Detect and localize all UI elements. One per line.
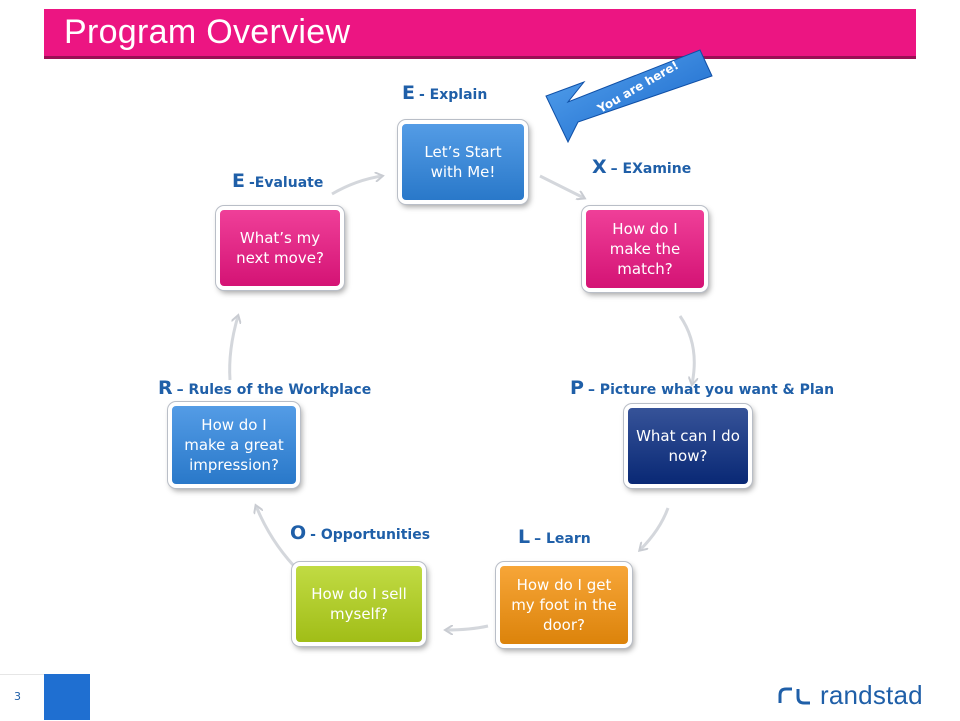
randstad-logo: randstad [778, 680, 923, 710]
label-picture-plan: P– Picture what you want & Plan [570, 377, 835, 399]
arrow-7-to-1 [331, 176, 382, 196]
node-make-match: How do I make the match? [582, 206, 708, 292]
label-learn: L– Learn [518, 526, 591, 548]
footer-blue-block [44, 674, 90, 720]
node-sell-myself: How do I sell myself? [292, 562, 426, 646]
arrow-1-to-2 [539, 174, 584, 198]
label-explain: E- Explain [402, 82, 488, 104]
arrow-2-to-3 [678, 315, 694, 384]
node-great-impression: How do I make a great impression? [168, 402, 300, 488]
label-examine: X– EXamine [592, 156, 692, 178]
arrow-4-to-5 [446, 624, 489, 630]
label-opportunities: O- Opportunities [290, 522, 431, 544]
page-number: 3 [14, 690, 21, 703]
page-title: Program Overview [64, 13, 351, 51]
arrow-3-to-4 [640, 507, 670, 550]
logo-text: randstad [820, 679, 923, 710]
randstad-logo-icon [778, 687, 810, 705]
node-next-move: What’s my next move? [216, 206, 344, 290]
title-bar: Program Overview [44, 9, 916, 59]
arrow-6-to-7 [228, 316, 238, 381]
footer-page-area [0, 674, 44, 721]
label-rules: R– Rules of the Workplace [158, 377, 372, 399]
you-are-here-callout [545, 49, 713, 144]
node-what-now: What can I do now? [624, 404, 752, 488]
node-foot-in-door: How do I get my foot in the door? [496, 562, 632, 648]
label-evaluate: E-Evaluate [232, 170, 324, 192]
node-lets-start: Let’s Start with Me! [398, 120, 528, 204]
arrow-5-to-6 [256, 506, 296, 568]
